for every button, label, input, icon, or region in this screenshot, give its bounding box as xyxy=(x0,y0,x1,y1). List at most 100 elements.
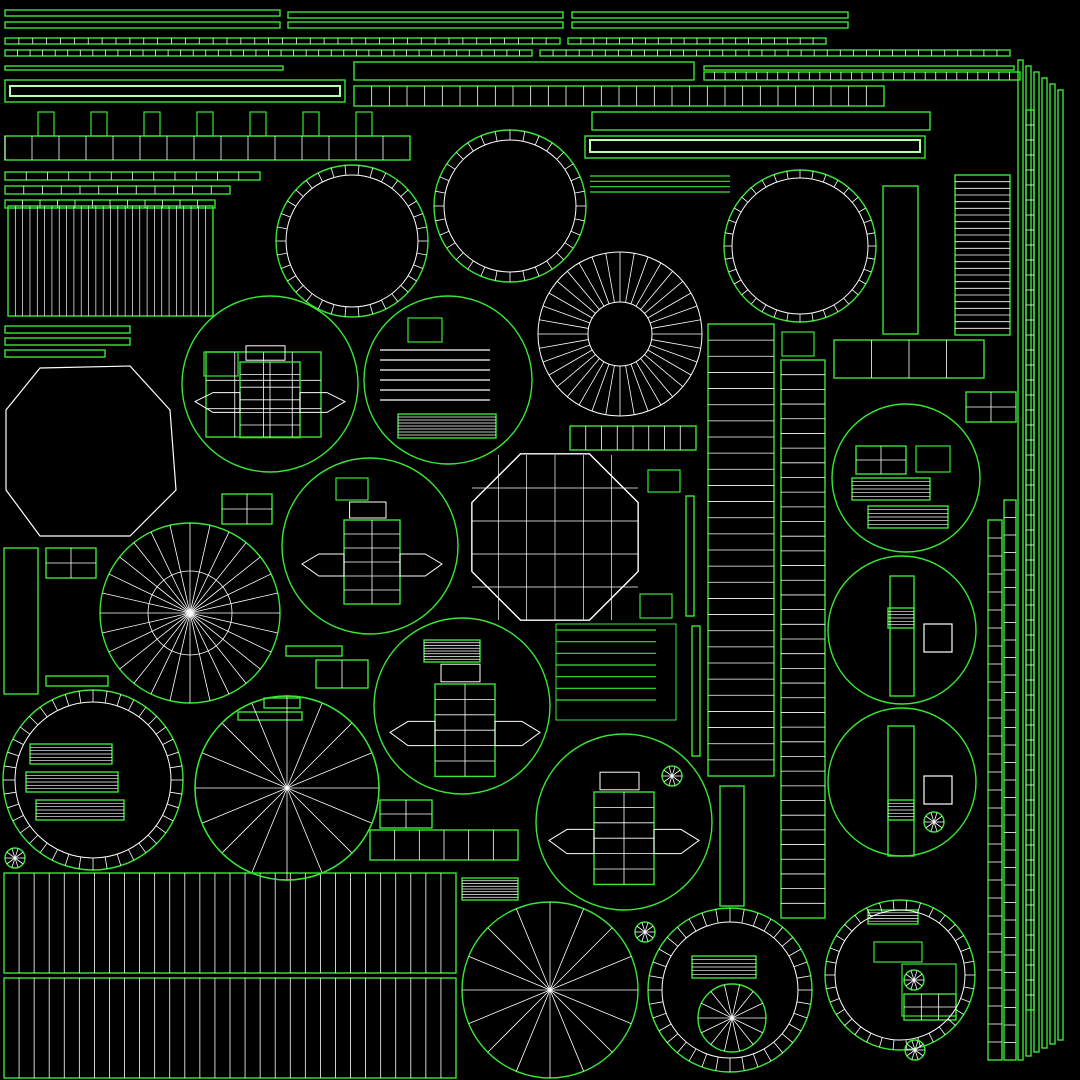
uv-ring-tick xyxy=(51,849,58,861)
uv-ring-tick xyxy=(963,960,974,964)
uv-circle-5 xyxy=(535,733,713,911)
uv-ring-tick xyxy=(658,1023,672,1032)
uv-ring-tick xyxy=(833,304,839,313)
uv-ring-tick xyxy=(357,165,360,176)
uv-fan-spoke xyxy=(910,970,915,981)
uv-fan-spoke xyxy=(14,848,19,859)
uv-ring-tick xyxy=(844,1018,853,1026)
uv-ring-tick xyxy=(435,190,446,194)
uv-strip-left-5 xyxy=(4,337,131,346)
uv-bars-circle-2 xyxy=(380,349,490,401)
uv-fan-spoke xyxy=(286,702,323,789)
uv-ring-tick xyxy=(494,131,498,142)
uv-strip-top-14 xyxy=(703,71,1021,81)
uv-ring-tick xyxy=(12,815,24,822)
uv-fan-spoke xyxy=(910,979,915,990)
uv-fan-spoke xyxy=(724,1017,733,1052)
uv-ring-tick xyxy=(854,914,862,924)
uv-ring-tick xyxy=(829,947,840,952)
uv-unwrap-flap-left xyxy=(548,828,595,855)
uv-fan-spoke xyxy=(189,612,211,701)
uv-ring-tick xyxy=(879,1037,883,1048)
uv-fan-spoke xyxy=(731,1002,763,1019)
uv-ring-tick xyxy=(546,142,553,152)
uv-ring-tick xyxy=(829,998,840,1003)
uv-vstrip-edge-3 xyxy=(1033,71,1040,1053)
uv-annulus-spoke xyxy=(591,256,610,305)
uv-cren-tooth xyxy=(302,111,320,137)
uv-ring-tick xyxy=(162,738,174,745)
uv-vstrip-column-1 xyxy=(707,323,775,777)
uv-vstrip-mid-1 xyxy=(685,495,695,617)
uv-ring-tick xyxy=(4,765,17,769)
uv-vstrip-small xyxy=(719,785,745,907)
uv-fan-spoke xyxy=(515,908,551,991)
uv-strip-outline xyxy=(4,65,284,71)
uv-strip-outline xyxy=(45,675,109,687)
uv-ring-tick xyxy=(446,163,456,170)
uv-ring-tick xyxy=(29,834,39,844)
uv-annulus-spoke xyxy=(556,280,596,314)
uv-ring-tick xyxy=(750,297,757,305)
uv-fan-spoke xyxy=(930,812,935,823)
uv-grid-small-5 xyxy=(855,445,907,475)
uv-fan-spoke xyxy=(731,1017,763,1034)
uv-box-mid-4 xyxy=(781,331,815,357)
uv-strip-top-13 xyxy=(703,65,1015,71)
uv-blob-4 xyxy=(634,921,656,943)
uv-fan-spoke xyxy=(663,769,673,777)
uv-fan-spoke xyxy=(189,612,261,670)
uv-strip-outline xyxy=(4,337,131,346)
uv-ring-tick xyxy=(741,196,749,203)
uv-annulus-inner xyxy=(587,301,653,367)
uv-strip-right-2 xyxy=(584,135,926,159)
uv-strip-outline xyxy=(4,79,346,103)
uv-square-circle-7 xyxy=(923,623,953,653)
uv-ring-tick xyxy=(147,716,157,726)
uv-fan-spoke xyxy=(641,931,646,942)
uv-fan-spoke xyxy=(906,1049,916,1057)
uv-fan-spoke xyxy=(119,612,191,670)
uv-hatch-circle-4 xyxy=(423,639,481,663)
uv-fan-spoke xyxy=(905,973,915,981)
uv-circle-1 xyxy=(181,295,359,473)
uv-ring-tick xyxy=(843,187,850,195)
uv-fan-spoke xyxy=(644,931,649,942)
uv-unwrap-cap xyxy=(599,771,640,791)
uv-box-unwrap-1 xyxy=(301,501,443,605)
uv-unwrap-flap-right xyxy=(653,828,700,855)
uv-ring-tick xyxy=(652,1012,667,1019)
uv-annulus-spoke xyxy=(651,339,701,349)
uv-ring-tick xyxy=(381,172,387,183)
uv-unwrap-flap-left xyxy=(389,720,436,747)
uv-annulus-spoke xyxy=(605,365,615,415)
uv-ring-tick xyxy=(811,171,814,180)
uv-annulus-spoke xyxy=(640,358,674,398)
uv-grid-bottom-1 xyxy=(3,872,457,974)
uv-ring-inner xyxy=(661,921,799,1059)
uv-strip-top-9 xyxy=(4,49,533,57)
uv-ring-tick xyxy=(138,842,147,854)
uv-ring-tick xyxy=(688,918,697,932)
uv-fan-spoke xyxy=(549,908,585,991)
uv-ring-tick xyxy=(287,275,297,282)
uv-fan-spoke xyxy=(731,1017,754,1045)
uv-ring-inner xyxy=(443,139,577,273)
uv-ring-tick xyxy=(688,1048,697,1062)
uv-unwrap-column xyxy=(434,683,496,778)
uv-annulus-spoke xyxy=(635,262,662,307)
uv-ring-tick xyxy=(793,1012,808,1019)
uv-ring-tick xyxy=(822,174,827,183)
uv-strip-outline xyxy=(4,21,281,29)
uv-ring-tick xyxy=(413,213,424,218)
uv-annulus-spoke xyxy=(649,344,698,363)
uv-fan-3 xyxy=(461,901,639,1079)
uv-ring-tick xyxy=(381,299,387,310)
uv-ring-outer xyxy=(647,907,813,1073)
uv-fan-spoke xyxy=(189,592,278,614)
uv-ring-tick xyxy=(317,172,323,183)
uv-ring-tick xyxy=(330,304,335,315)
uv-bar-stack-top xyxy=(590,175,730,193)
uv-ring-tick xyxy=(522,270,526,281)
uv-annulus-spoke xyxy=(625,365,635,415)
